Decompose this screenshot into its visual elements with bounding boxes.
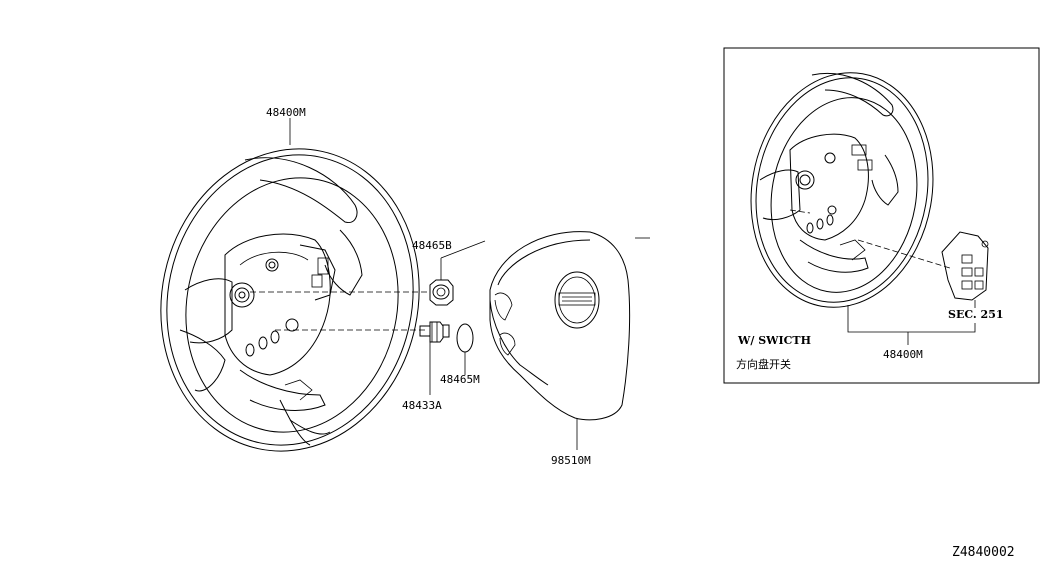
leader-nut-tail — [440, 240, 486, 259]
leader-inset-wheel — [847, 305, 976, 333]
label-cap: 48465M — [440, 373, 480, 386]
steering-wheel-with-switch[interactable] — [733, 58, 951, 322]
label-airbag: 98510M — [551, 454, 591, 467]
inset-title-english: W/ SWICTH — [737, 334, 811, 347]
airbag-module-98510m[interactable] — [489, 231, 631, 421]
inset-title-chinese: 方向盘开关 — [736, 357, 791, 371]
label-inset-wheel: 48400M — [883, 348, 923, 361]
steering-switch-module[interactable] — [941, 231, 989, 301]
label-bolt: 48433A — [402, 399, 442, 412]
steering-wheel-main[interactable] — [133, 125, 447, 476]
label-switch-sec: SEC. 251 — [948, 308, 1004, 321]
bolt-48433a[interactable] — [419, 321, 450, 343]
diagram-code: Z4840002 — [952, 545, 1015, 560]
label-wheel-main: 48400M — [266, 106, 306, 119]
cap-48465m[interactable] — [456, 323, 474, 353]
label-nut: 48465B — [412, 239, 452, 252]
inset-alignment-line-1 — [789, 209, 811, 214]
inset-box-with-switch — [723, 47, 1040, 384]
inset-alignment-line-2 — [857, 239, 951, 269]
nut-48465b[interactable] — [429, 279, 454, 306]
